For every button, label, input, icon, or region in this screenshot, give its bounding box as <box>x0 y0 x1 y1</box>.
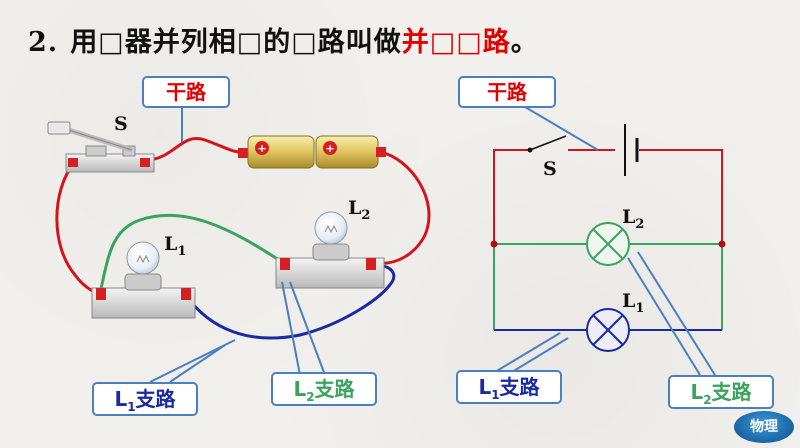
switch-label-right: S <box>543 158 557 180</box>
physics-logo: 物理 <box>734 411 794 443</box>
schematic-circuit <box>490 103 726 376</box>
l2-branch-badge-left: L2支路 <box>271 372 377 406</box>
switch-label-left: S <box>114 113 128 135</box>
bulb-l1-device <box>91 241 196 319</box>
l2-label-right: L2 <box>622 206 645 232</box>
l1-branch-badge-left: L1支路 <box>92 382 198 416</box>
l1-label-left: L1 <box>164 233 187 259</box>
main-wire-right <box>377 150 431 265</box>
main-wire-top <box>147 137 241 162</box>
main-road-badge-right: 干路 <box>458 76 556 108</box>
l1-label-right: L1 <box>622 290 645 316</box>
switch-device <box>47 121 155 173</box>
l2-label-left: L2 <box>348 197 371 223</box>
bulb-l2-device <box>275 211 385 289</box>
svg-text:+: + <box>257 142 266 155</box>
title-suffix: 。 <box>510 27 539 58</box>
title-text: 用□器并列相□的□路叫做 <box>70 27 402 58</box>
physical-circuit: + + <box>47 104 431 383</box>
l1-branch-wire <box>183 264 396 340</box>
main-wire-left <box>55 162 103 296</box>
l1-branch-badge-right: L1支路 <box>456 370 562 404</box>
svg-text:+: + <box>325 142 334 155</box>
l2-branch-wire <box>98 213 283 294</box>
title-number: 2. <box>28 27 59 58</box>
battery-device: + + <box>238 135 386 169</box>
title-highlight: 并□□路 <box>401 27 511 58</box>
l2-branch-badge-right: L2支路 <box>668 375 774 409</box>
page-title: 2. 用□器并列相□的□路叫做并□□路。 <box>28 20 539 59</box>
main-road-badge-left: 干路 <box>142 76 230 108</box>
